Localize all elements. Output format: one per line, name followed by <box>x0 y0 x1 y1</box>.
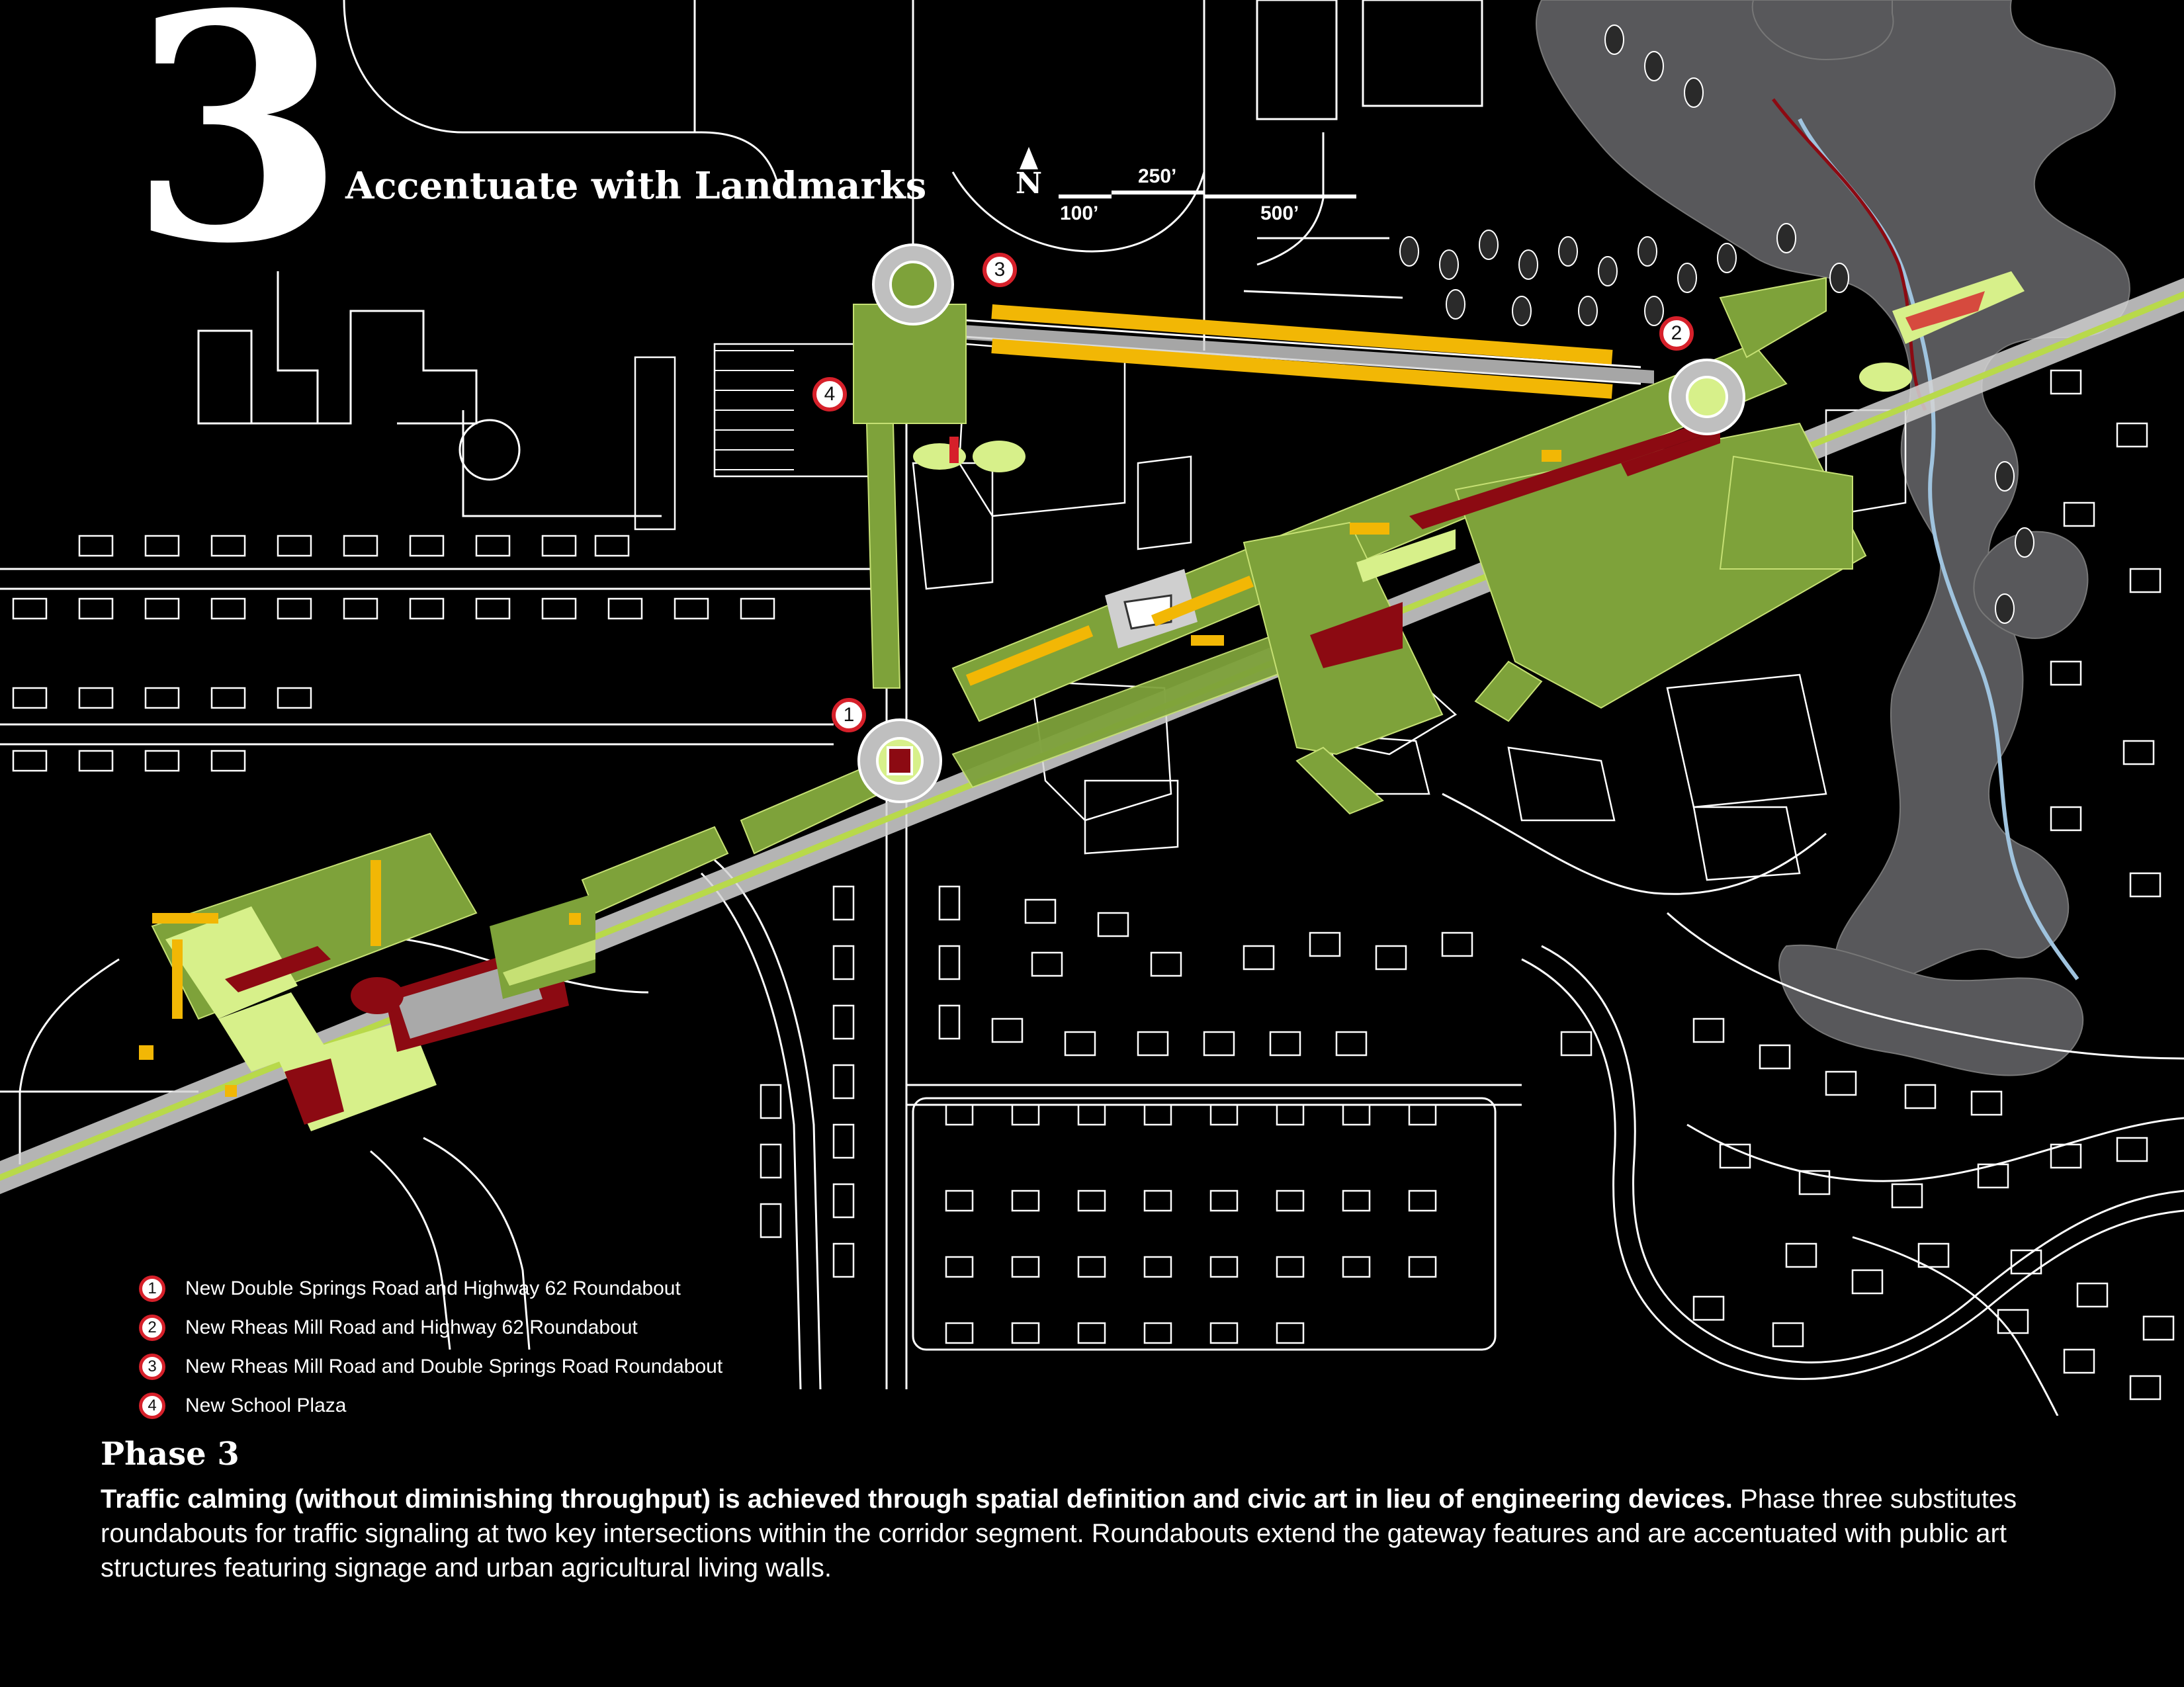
roundabouts <box>857 243 1745 803</box>
scale-label-500: 500’ <box>1260 202 1299 224</box>
scale-bar <box>1059 191 1356 198</box>
north-label: N <box>1015 167 1043 200</box>
legend-item: 3 New Rheas Mill Road and Double Springs… <box>139 1347 722 1386</box>
scale-label-250: 250’ <box>1138 165 1177 187</box>
phase-description: Traffic calming (without diminishing thr… <box>101 1482 2092 1585</box>
trail-line <box>1772 98 1927 411</box>
road-network <box>0 0 2184 1416</box>
legend-item: 4 New School Plaza <box>139 1386 722 1425</box>
phase-number: 3 <box>129 0 345 312</box>
callout-1: 1 <box>832 698 866 732</box>
school-campus <box>151 832 595 1131</box>
page-title: Accentuate with Landmarks <box>345 164 927 208</box>
legend-item: 2 New Rheas Mill Road and Highway 62 Rou… <box>139 1308 722 1347</box>
buildings <box>12 343 2175 1401</box>
gateway-feature <box>1859 271 2025 392</box>
legend-number: 2 <box>139 1314 165 1341</box>
plazas <box>1105 417 1720 668</box>
legend-item: 1 New Double Springs Road and Highway 62… <box>139 1269 722 1308</box>
phase-heading: Phase 3 <box>101 1436 240 1473</box>
legend-label: New Double Springs Road and Highway 62 R… <box>185 1277 681 1299</box>
north-arrow: N <box>1012 147 1045 198</box>
creek-line <box>1798 118 2079 980</box>
legend-label: New Rheas Mill Road and Double Springs R… <box>185 1355 723 1377</box>
legend-number: 4 <box>139 1392 165 1419</box>
yellow-tree-row <box>991 304 1613 399</box>
legend-number: 3 <box>139 1353 165 1380</box>
legend-number: 1 <box>139 1275 165 1302</box>
north-arrow-icon <box>1020 147 1038 169</box>
yellow-tree-clusters <box>139 450 1561 1097</box>
description-body: Phase three substitutes roundabouts for … <box>101 1485 2017 1582</box>
legend-label: New School Plaza <box>185 1394 347 1416</box>
rheas-mill-road <box>953 324 1654 384</box>
description-lead: Traffic calming (without diminishing thr… <box>101 1485 1733 1514</box>
callout-3: 3 <box>983 253 1017 287</box>
map-legend: 1 New Double Springs Road and Highway 62… <box>139 1269 722 1425</box>
existing-trees <box>1399 24 2034 624</box>
scale-label-100: 100’ <box>1060 202 1099 224</box>
legend-label: New Rheas Mill Road and Highway 62 Round… <box>185 1316 638 1338</box>
callout-2: 2 <box>1659 316 1694 351</box>
site-plan-map <box>0 0 2184 1416</box>
school-plaza <box>913 437 1026 472</box>
callout-4: 4 <box>812 377 847 411</box>
